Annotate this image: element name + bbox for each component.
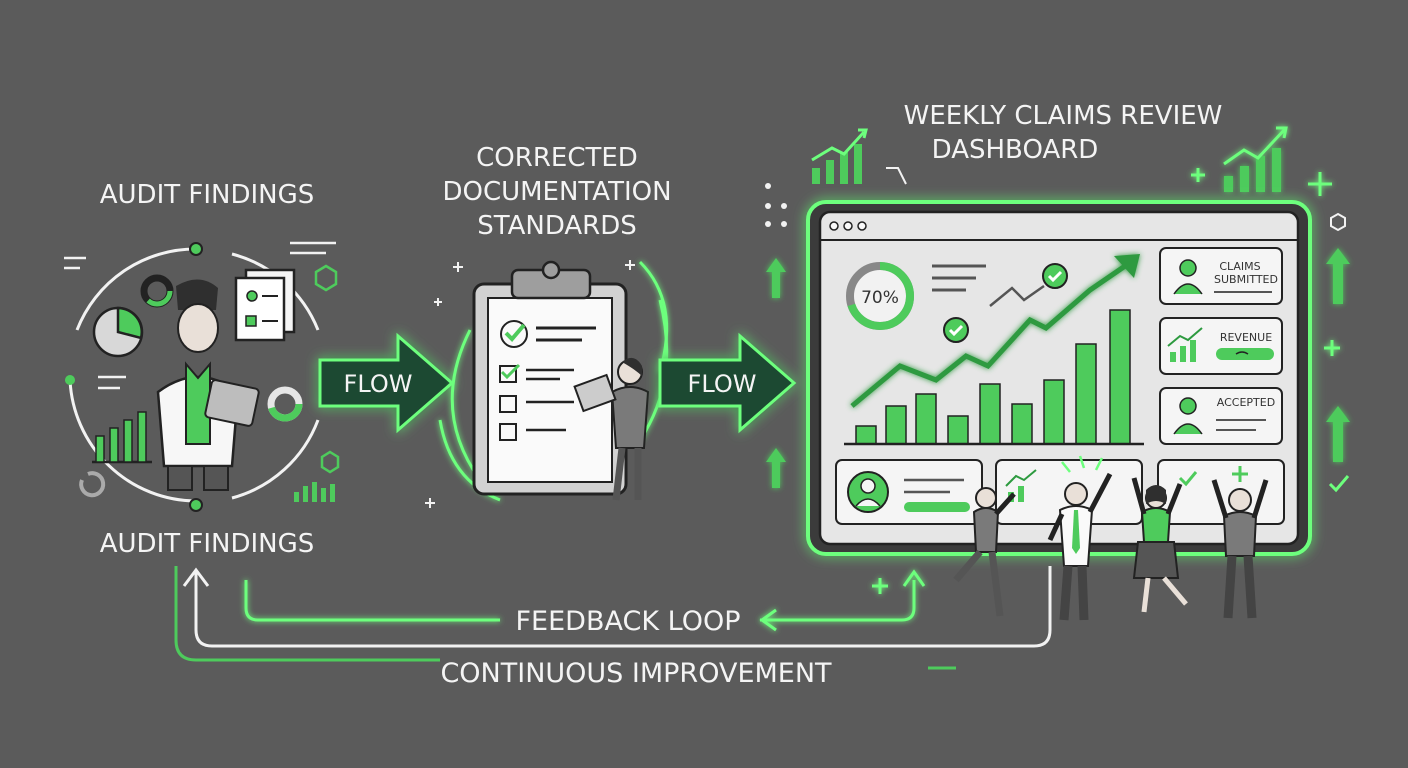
flow-label-2: FLOW: [688, 370, 757, 398]
card-revenue-label: REVENUE: [1220, 331, 1272, 344]
title-pointer: [886, 167, 907, 185]
flow-arrow-1: [318, 332, 455, 434]
continuous-improvement-label: CONTINUOUS IMPROVEMENT: [440, 658, 832, 689]
bottom-card-plus: [1157, 459, 1285, 525]
check-icon-2: [943, 317, 969, 343]
donut-icon-right: [267, 386, 303, 422]
person-4: [1211, 479, 1269, 619]
dashboard-title-line1: WEEKLY CLAIMS REVIEW: [904, 101, 1223, 131]
audit-findings-subtitle: AUDIT FINDINGS: [100, 529, 315, 559]
audit-findings-title: AUDIT FINDINGS: [100, 180, 315, 210]
trend-icon-top-left: [811, 128, 868, 184]
person-3: [1131, 477, 1188, 613]
feedback-loop-inner: [244, 569, 926, 632]
bottom-card-profile: [835, 459, 983, 525]
hexagon-icon-right: [1330, 212, 1346, 232]
sparkle-icons-middle: [425, 260, 635, 508]
gauge-value: 70%: [861, 288, 899, 308]
corrected-title-line1: CORRECTED: [476, 143, 638, 173]
plus-icons-right: [872, 168, 1340, 594]
window-controls: [829, 221, 867, 231]
corrected-title-line3: STANDARDS: [477, 211, 637, 241]
gauge-caption-lines: [932, 264, 986, 292]
doctor-figure: [156, 279, 260, 491]
pie-chart-icon: [92, 306, 144, 358]
dashboard-title-line2: DASHBOARD: [932, 135, 1099, 165]
mini-bars-icon: [294, 482, 335, 502]
card-revenue: [1159, 317, 1283, 375]
clipboard-icon: [472, 260, 628, 496]
card-accepted: [1159, 387, 1283, 445]
gauge-70-percent: [846, 262, 914, 330]
flow-arrow-2: [658, 332, 797, 434]
main-trend-arrow: [850, 254, 1140, 408]
person-1: [953, 487, 1016, 617]
feedback-loop-outer: [174, 566, 1052, 670]
nurse-figure: [573, 357, 650, 501]
bar-chart-icon: [92, 411, 152, 464]
card-accepted-label: ACCEPTED: [1217, 396, 1275, 409]
donut-icon: [140, 274, 174, 308]
document-icon: [234, 268, 296, 342]
trend-icon-top-right: [1223, 126, 1288, 192]
check-icon-1: [1042, 263, 1068, 289]
person-2: [1047, 472, 1113, 621]
corrected-title-line2: DOCUMENTATION: [442, 177, 671, 207]
refresh-icon: [79, 471, 106, 498]
up-arrows-right: [766, 248, 1350, 488]
card-claims-submitted: [1159, 247, 1283, 305]
hexagon-icon: [314, 264, 340, 474]
small-trend-line: [989, 284, 1045, 307]
card-claims-line2: SUBMITTED: [1214, 273, 1278, 286]
check-mark-right: [1328, 475, 1350, 493]
joy-burst: [1061, 455, 1104, 473]
feedback-loop-label: FEEDBACK LOOP: [516, 606, 741, 637]
dots-left-of-dashboard: [765, 183, 787, 227]
main-bar-chart: [844, 309, 1144, 446]
card-claims-line1: CLAIMS: [1219, 260, 1260, 273]
flow-label-1: FLOW: [344, 370, 413, 398]
dash-lines-left: [64, 241, 336, 390]
celebrating-team: [953, 455, 1269, 621]
